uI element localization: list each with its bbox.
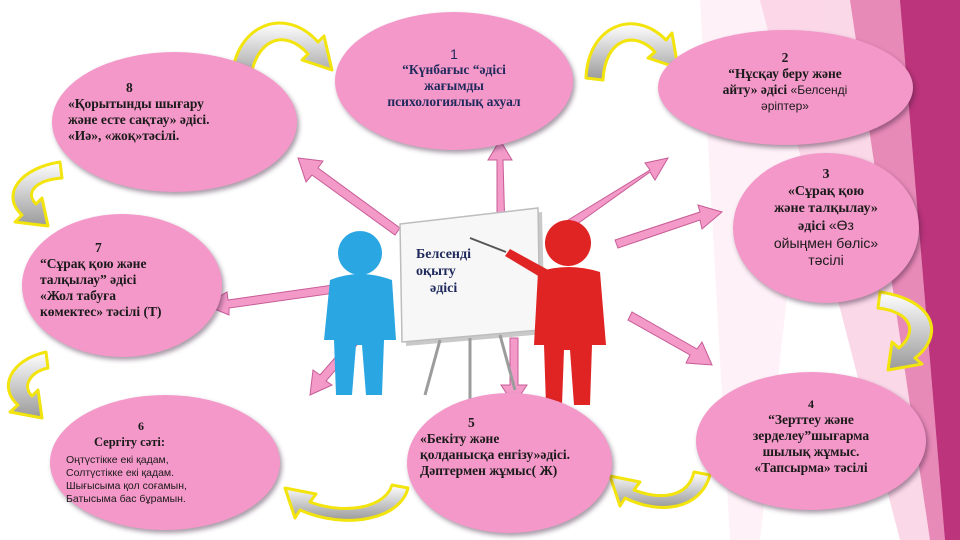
node-4-line-2: зерделеу”шығарма (752, 428, 870, 443)
node-8-text: 8 «Қорытынды шығару және есте сақтау» әд… (68, 80, 283, 144)
blue-student-figure (324, 231, 396, 395)
center-line-3: әдісі (430, 281, 458, 296)
arrow-to-8 (297, 157, 401, 236)
curl-arrow-1-2 (584, 22, 680, 82)
node-1-line-2: жағымды (424, 78, 484, 93)
node-6-ellipse (50, 395, 280, 530)
node-8-line-3: «Иә», «жоқ»тәсілі. (68, 128, 180, 143)
node-4-text: 4 “Зерттеу және зерделеу”шығарма шылық ж… (716, 396, 906, 476)
node-3-line-4: ойыңмен бөліс» (773, 235, 879, 251)
node-7-line-4: көмектес» тәсілі (Т) (40, 304, 162, 319)
node-1-line-1: “Күнбағыс “әдісі (402, 62, 506, 77)
node-7-line-3: «Жол табуға (40, 288, 117, 303)
node-5-ellipse (407, 393, 612, 533)
center-line-1: Белсенді (416, 247, 471, 262)
node-2-line-1: “Нұсқау беру және (728, 66, 842, 81)
node-6-line-5: Батысыма бас бұрамын. (66, 493, 186, 505)
node-3-line-1: «Сұрақ қою (787, 184, 865, 199)
node-6-number: 6 (138, 419, 144, 433)
node-1-line-3: психологиялық ахуал (387, 94, 521, 109)
node-5-line-3: Дәптермен жұмыс( Ж) (420, 463, 558, 478)
node-4-line-3: шылық жұмыс. (762, 444, 860, 459)
arrow-to-4 (627, 311, 713, 366)
node-3-line-5: тәсілі (808, 252, 844, 268)
node-2-number: 2 (781, 50, 789, 65)
node-4-number: 4 (808, 397, 814, 411)
node-1-number: 1 (450, 46, 458, 62)
node-4-line-1: “Зерттеу және (768, 412, 854, 427)
node-6-line-1: Сергіту сәті: (94, 435, 166, 449)
node-2-line-2: айту» әдісі (722, 82, 788, 97)
node-7-line-1: “Сұрақ қою және (40, 256, 147, 271)
node-7-ellipse (22, 214, 222, 357)
node-8-line-1: «Қорытынды шығару (68, 96, 204, 111)
node-5-line-1: «Бекіту және (420, 431, 500, 446)
red-teacher-figure (505, 220, 606, 405)
node-7-line-2: талқылау” әдісі (40, 272, 137, 287)
curl-arrow-7-6 (6, 350, 50, 420)
node-5-line-2: қолданысқа енгізу»әдісі. (420, 447, 571, 462)
arrow-to-2 (559, 157, 670, 233)
node-2-line-3: әріптер» (761, 99, 809, 113)
curl-arrow-3-4 (876, 290, 933, 372)
node-3-number: 3 (822, 167, 830, 182)
node-3-ellipse (733, 153, 919, 303)
node-3-line-3: әдісі (798, 219, 826, 234)
node-8-ellipse (52, 52, 297, 192)
node-5-text: 5 «Бекіту және қолданысқа енгізу»әдісі. … (420, 415, 610, 479)
node-6-line-2: Оңтүстікке екі қадам, (66, 454, 169, 466)
node-2-line-2b: «Белсенді (790, 83, 848, 97)
curl-arrow-5-6 (283, 483, 410, 522)
arrow-to-3 (614, 204, 724, 249)
node-8-line-2: және есте сақтау» әдісі. (68, 112, 210, 127)
center-line-2: оқыту (416, 264, 456, 279)
node-6-text: 6 Сергіту сәті: Оңтүстікке екі қадам, Со… (66, 418, 271, 506)
node-1-text: 1 “Күнбағыс “әдісі жағымды психологиялық… (350, 46, 558, 110)
node-3-line-3b: «Өз (828, 217, 854, 233)
node-7-text: 7 “Сұрақ қою және талқылау” әдісі «Жол т… (40, 240, 215, 320)
node-2-text: 2 “Нұсқау беру және айту» әдісі «Белсенд… (690, 50, 880, 114)
node-3-text: 3 «Сұрақ қою және талқылау» әдісі «Өз ой… (742, 166, 910, 269)
curl-arrow-8-7 (11, 160, 64, 228)
node-1-ellipse (335, 12, 573, 150)
node-5-number: 5 (468, 415, 475, 430)
node-6-line-4: Шығысыма қол соғамын, (66, 480, 187, 492)
node-3-line-2: және талқылау» (774, 201, 878, 216)
node-4-ellipse (696, 372, 926, 510)
curl-arrow-8-1 (230, 21, 334, 84)
node-4-line-4: «Тапсырма» тәсілі (754, 460, 868, 475)
node-2-ellipse (658, 30, 913, 145)
node-6-line-3: Солтүстікке екі қадам. (66, 467, 175, 479)
node-7-number: 7 (95, 240, 102, 255)
node-8-number: 8 (126, 80, 133, 95)
center-title: Белсенді оқыту әдісі (416, 246, 471, 297)
